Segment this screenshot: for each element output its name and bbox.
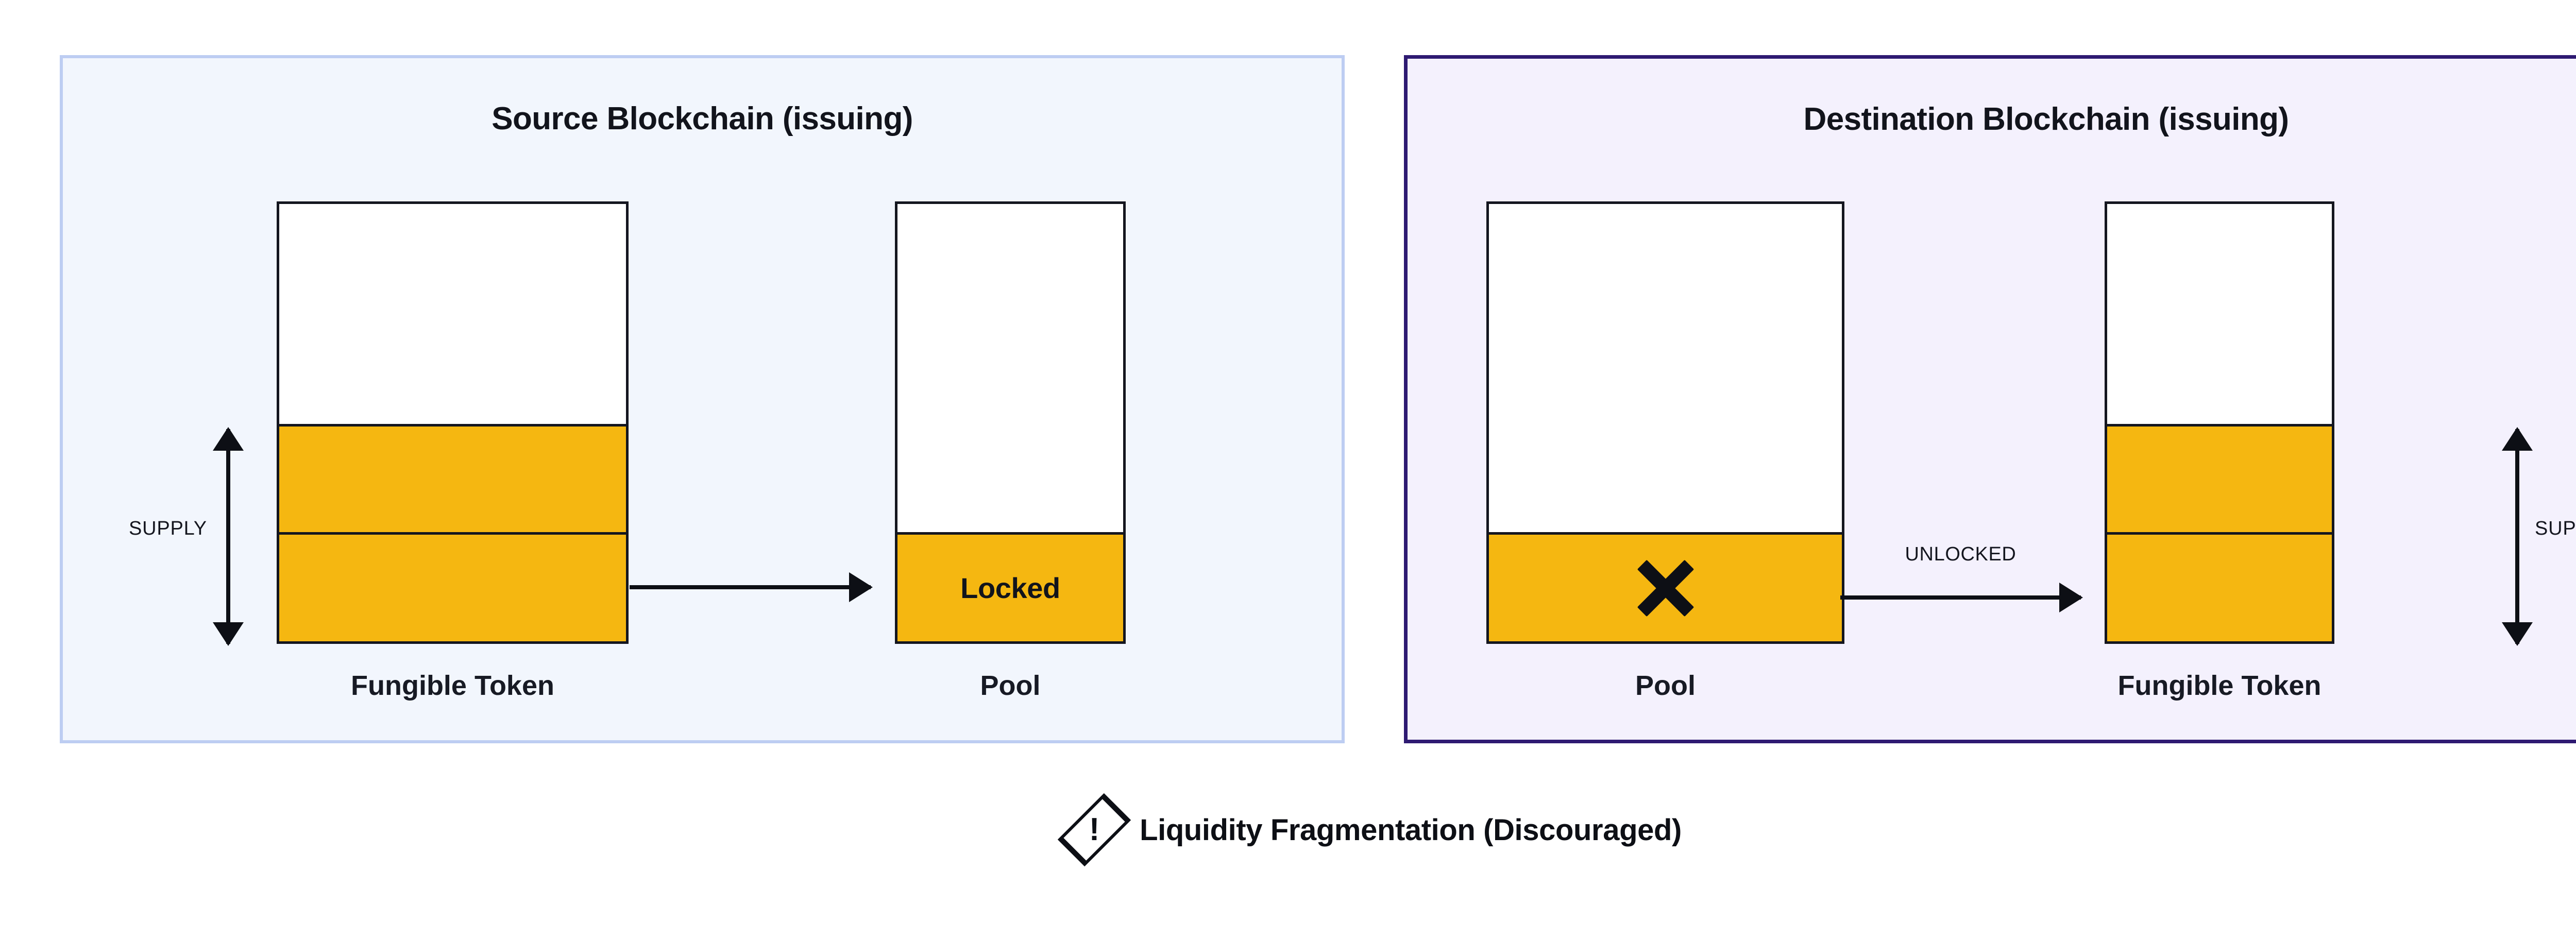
supply-axis-source: [226, 429, 230, 644]
bar-segment-token-lower: [279, 532, 626, 641]
locked-label: Locked: [960, 572, 1060, 604]
bar-caption-source-pool: Pool: [980, 670, 1041, 701]
bar-segment-token-upper-dest: [2107, 424, 2332, 532]
bar-source-fungible-token[interactable]: [277, 201, 629, 644]
cross-mark-icon: [1635, 557, 1697, 619]
bar-source-pool[interactable]: Locked: [895, 201, 1126, 644]
bar-destination-pool[interactable]: [1486, 201, 1844, 644]
bar-caption-source-fungible-token: Fungible Token: [351, 670, 554, 701]
warning-diamond-icon: !: [1057, 793, 1131, 867]
panel-destination-title: Destination Blockchain (issuing): [1803, 101, 2290, 137]
footer-note-text: Liquidity Fragmentation (Discouraged): [1140, 813, 1682, 847]
panel-source-blockchain: Source Blockchain (issuing): [60, 55, 1345, 743]
flow-arrow-unlock: [1840, 595, 2081, 600]
bar-caption-destination-fungible-token: Fungible Token: [2117, 670, 2321, 701]
flow-label-unlocked: UNLOCKED: [1905, 543, 2016, 565]
bar-segment-pool-drained: [1489, 532, 1842, 641]
supply-label-source: SUPPLY: [129, 518, 207, 539]
supply-axis-destination: [2515, 429, 2519, 644]
bar-caption-destination-pool: Pool: [1635, 670, 1696, 701]
bar-segment-token-upper: [279, 424, 626, 532]
panel-source-title: Source Blockchain (issuing): [492, 101, 913, 137]
warning-exclamation-glyph: !: [1089, 812, 1100, 847]
bar-segment-token-lower-dest: [2107, 532, 2332, 641]
supply-label-destination: SUPPLY: [2535, 518, 2576, 539]
bar-segment-locked: Locked: [897, 532, 1123, 641]
bar-destination-fungible-token[interactable]: [2105, 201, 2334, 644]
flow-arrow-lock: [630, 585, 871, 589]
footer-note: ! Liquidity Fragmentation (Discouraged): [0, 793, 2576, 867]
